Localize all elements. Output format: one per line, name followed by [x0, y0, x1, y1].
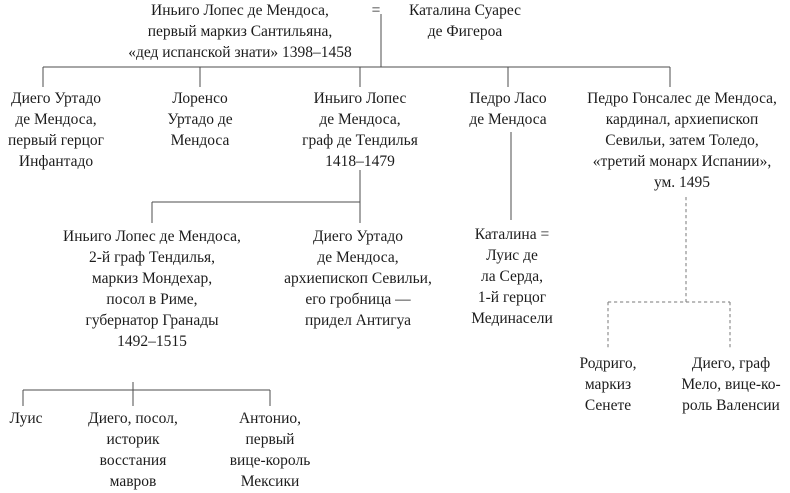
person-inigo-2nd-count-tendilla: Иньиго Лопес де Мендоса, 2-й граф Тендил… — [63, 228, 241, 350]
person-diego-ambassador: Диего, посол, историк восстания мавров — [88, 410, 178, 490]
person-diego-hurtado-archbishop: Диего Уртадо де Мендоса, архиепископ Сев… — [284, 228, 432, 329]
person-pedro-gonzalez-cardinal: Педро Гонсалес де Мендоса, кардинал, арх… — [587, 90, 777, 191]
person-catalina-luis-cerda: Каталина = Луис де ла Серда, 1-й герцог … — [471, 226, 553, 327]
person-inigo-lopez-santillana: Иньиго Лопес де Мендоса, первый маркиз С… — [128, 2, 352, 61]
person-diego-hurtado-infantado: Диего Уртадо де Мендоса, первый герцог И… — [7, 90, 104, 170]
person-antonio-viceroy-mexico: Антонио, первый вице-король Мексики — [229, 410, 311, 490]
person-diego-melo-valencia: Диего, граф Мело, вице-ко- роль Валенсии — [681, 355, 781, 414]
person-inigo-lopez-tendilla: Иньиго Лопес де Мендоса, граф де Тендиль… — [302, 90, 418, 170]
person-luis: Луис — [9, 410, 43, 427]
marriage-equals-sign: = — [371, 2, 381, 19]
person-catalina-suarez: Каталина Суарес де Фигероа — [409, 2, 521, 40]
person-rodrigo-cenete: Родриго, маркиз Сенете — [579, 355, 637, 414]
person-pedro-laso: Педро Ласо де Мендоса — [469, 90, 547, 128]
person-lorenzo-hurtado: Лоренсо Уртадо де Мендоса — [167, 90, 233, 149]
